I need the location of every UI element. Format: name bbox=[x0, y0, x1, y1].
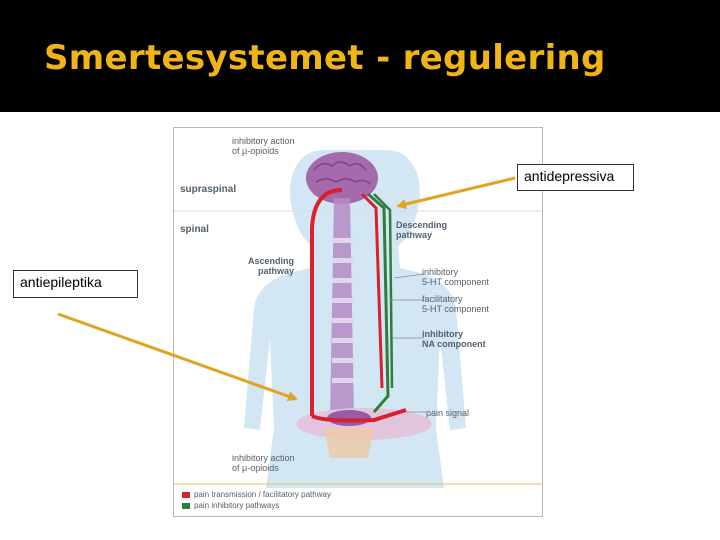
spinal-cord bbox=[330, 198, 354, 418]
pain-pathway-figure: inhibitory action of μ-opioids supraspin… bbox=[173, 127, 543, 517]
label-inhibitory-na: inhibitory NA component bbox=[422, 329, 486, 349]
callout-antiepileptika: antiepileptika bbox=[13, 270, 138, 298]
legend-swatch-red bbox=[182, 492, 190, 498]
legend-item-red: pain transmission / facilitatory pathway bbox=[194, 490, 331, 499]
label-inhibitory-5ht: inhibitory 5-HT component bbox=[422, 267, 489, 287]
label-pain-signal: pain signal bbox=[426, 408, 470, 418]
title-band bbox=[0, 0, 720, 112]
label-facilitatory-5ht: facilitatory 5-HT component bbox=[422, 294, 489, 314]
label-descending-pathway: Descending pathway bbox=[396, 220, 448, 240]
label-ascending-pathway: Ascending pathway bbox=[248, 256, 295, 276]
legend-item-green: pain inhibitory pathways bbox=[194, 501, 280, 510]
legend-swatch-green bbox=[182, 503, 190, 509]
brain bbox=[306, 152, 378, 204]
slide-title: Smertesystemet - regulering bbox=[44, 38, 606, 78]
label-inhibitory-bottom: inhibitory action of μ-opioids bbox=[232, 453, 295, 473]
label-spinal: spinal bbox=[180, 224, 209, 235]
anatomy-illustration bbox=[174, 150, 542, 509]
label-supraspinal: supraspinal bbox=[180, 184, 237, 195]
descending-pathway-red bbox=[360, 192, 384, 389]
ascending-pathway-red bbox=[310, 188, 343, 416]
label-inhibitory-top: inhibitory action of μ-opioids bbox=[232, 136, 295, 156]
descending-pathway-green bbox=[367, 192, 390, 413]
body-silhouette bbox=[244, 150, 466, 488]
callout-antidepressiva: antidepressiva bbox=[517, 164, 634, 191]
